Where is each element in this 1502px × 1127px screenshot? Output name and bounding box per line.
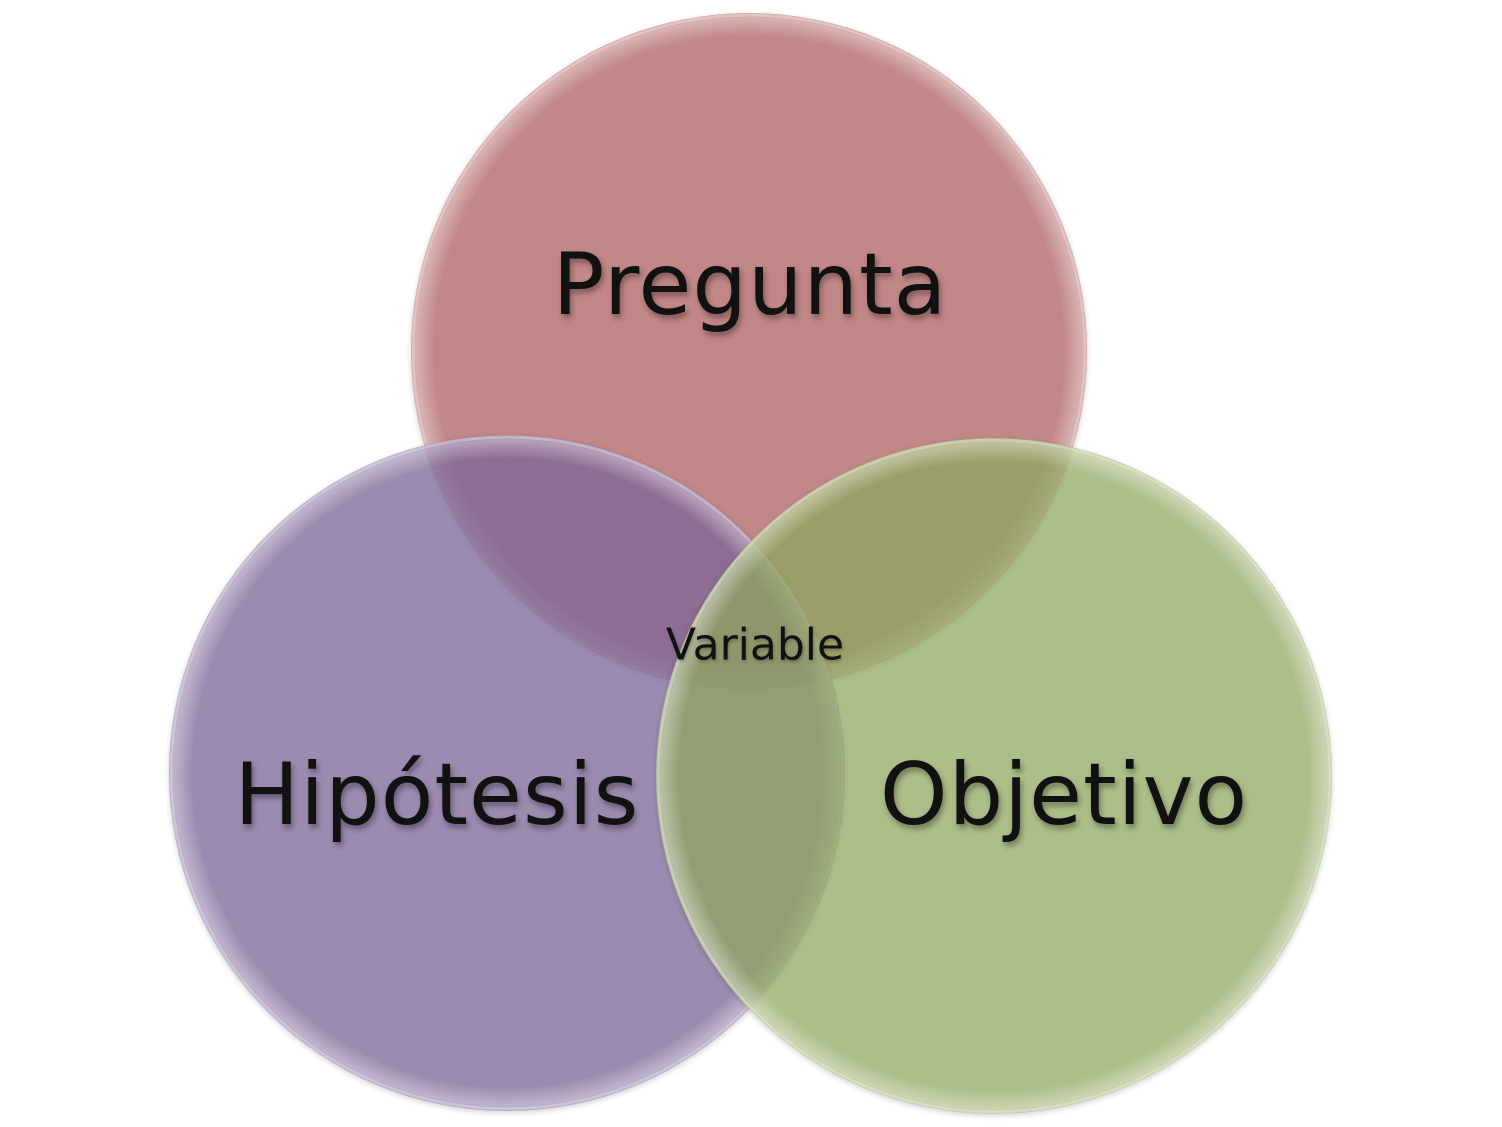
set-label-objetivo: Objetivo bbox=[879, 745, 1249, 845]
intersection-label: Variable bbox=[665, 619, 845, 671]
venn-circle-hipotesis bbox=[169, 435, 845, 1111]
set-label-hipotesis: Hipótesis bbox=[234, 745, 640, 845]
venn-circle-objetivo bbox=[656, 438, 1332, 1114]
set-label-pregunta: Pregunta bbox=[552, 235, 948, 335]
